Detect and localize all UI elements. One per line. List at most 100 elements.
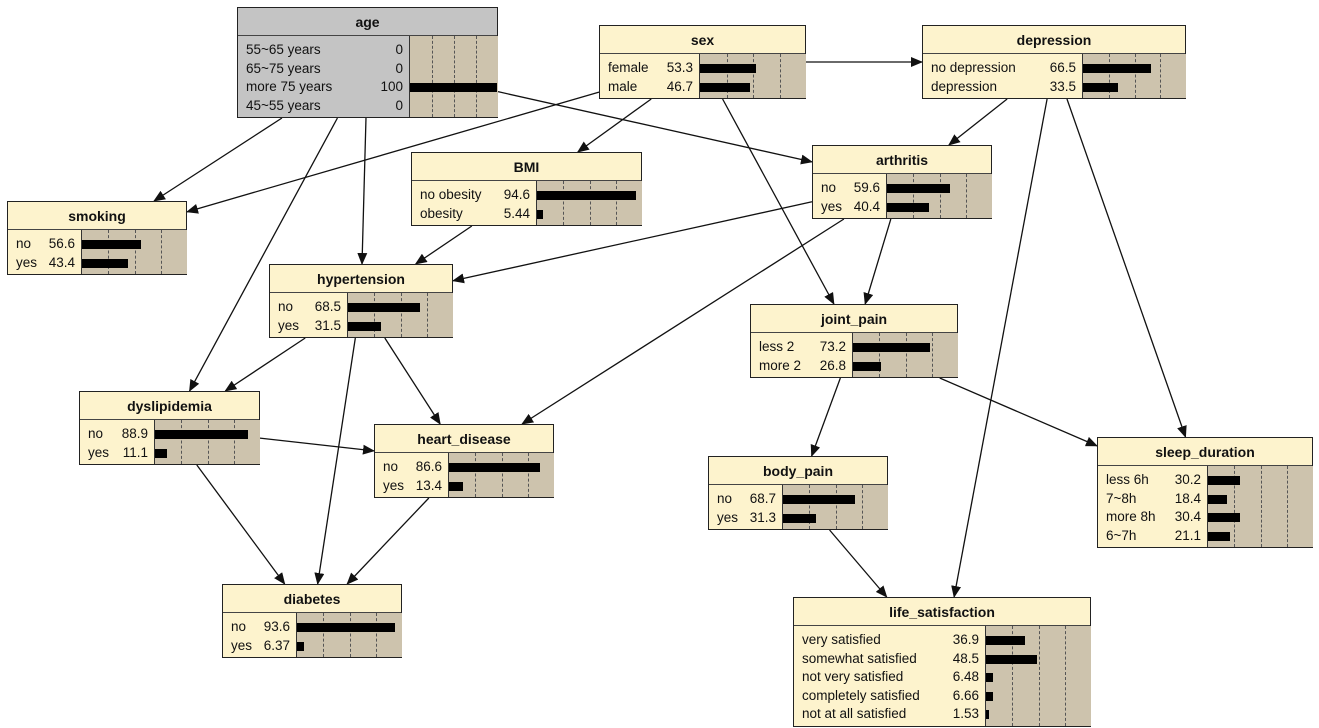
edge-depression-to-arthritis <box>948 98 1008 146</box>
gridline <box>161 230 162 274</box>
state-probability: 40.4 <box>853 198 880 214</box>
probability-bar <box>297 623 395 632</box>
gridline <box>427 293 428 337</box>
node-title: dyslipidemia <box>80 392 259 420</box>
state-probability: 0 <box>395 42 403 57</box>
state-row[interactable]: 65~75 years 0 <box>238 60 497 78</box>
edge-dyslipidemia-to-diabetes <box>196 464 286 585</box>
state-probability: 18.4 <box>1174 490 1201 506</box>
state-probability: 100 <box>380 79 403 94</box>
probability-bar <box>449 481 463 491</box>
state-label: depression <box>931 78 998 94</box>
edge-arthritis-to-hypertension <box>452 201 813 284</box>
gridline <box>1234 466 1235 547</box>
probability-bar <box>410 83 497 92</box>
state-probability: 0 <box>395 97 403 113</box>
edge-depression-to-sleep-duration <box>1066 98 1187 438</box>
belief-bar-area <box>154 420 260 464</box>
gridline <box>1109 54 1110 98</box>
probability-bar <box>1208 531 1230 541</box>
state-label: not very satisfied <box>802 669 904 684</box>
probability-bar <box>82 240 141 249</box>
state-label: yes <box>821 198 843 214</box>
state-probability: 5.44 <box>503 205 530 221</box>
state-label: yes <box>88 444 110 460</box>
gridline <box>590 181 591 225</box>
state-probability: 26.8 <box>819 357 846 373</box>
probability-bar <box>537 209 543 219</box>
edge-sex-to-smoking <box>186 91 600 214</box>
probability-bar <box>986 636 1025 645</box>
state-probability: 93.6 <box>263 619 290 634</box>
state-probability: 73.2 <box>819 339 846 354</box>
probability-bar <box>853 343 930 352</box>
node-title: sleep_duration <box>1098 438 1312 466</box>
gridline <box>432 36 433 117</box>
state-probability: 0 <box>395 60 403 76</box>
state-label: male <box>608 78 638 94</box>
probability-bar <box>1208 513 1240 522</box>
probability-bar <box>449 463 540 472</box>
state-label: 6~7h <box>1106 527 1137 543</box>
state-label: 65~75 years <box>246 60 321 76</box>
state-row[interactable]: yes 40.4 <box>813 198 991 216</box>
state-label: yes <box>717 509 739 525</box>
state-label: somewhat satisfied <box>802 650 917 666</box>
